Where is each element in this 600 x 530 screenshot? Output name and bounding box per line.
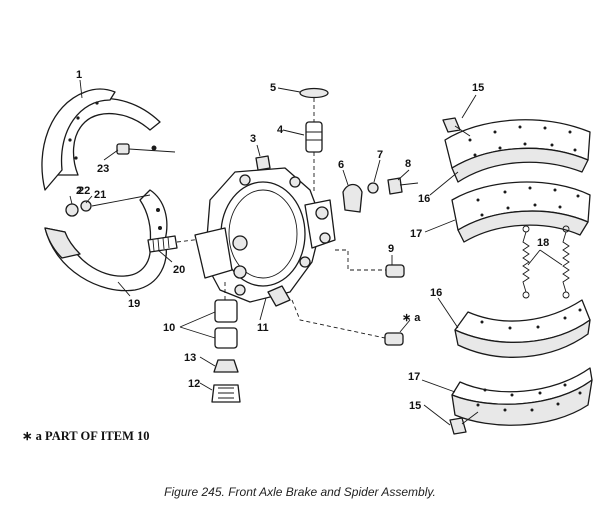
callout-19: 19 xyxy=(128,298,140,310)
brake-shoe-lower-2 xyxy=(451,367,593,426)
footnote-marker: ∗ a xyxy=(22,429,42,443)
callout-21: 21 xyxy=(94,189,106,201)
callout-18: 18 xyxy=(537,237,549,249)
item-20-anchor-pin xyxy=(147,235,211,253)
callout-a: ∗ a xyxy=(402,312,421,324)
callout-7: 7 xyxy=(377,149,383,161)
callout-16-upper: 16 xyxy=(418,193,430,205)
callout-labels: 1 2 3 4 5 6 7 8 9 10 11 12 13 15 15 16 1… xyxy=(76,69,549,412)
dust-shield-upper xyxy=(41,88,161,191)
item-3-nut xyxy=(255,155,271,171)
callout-15-upper: 15 xyxy=(472,82,484,94)
figure-caption: Figure 245. Front Axle Brake and Spider … xyxy=(164,485,436,499)
callout-4: 4 xyxy=(277,124,284,136)
footnote-text: PART OF ITEM 10 xyxy=(44,429,150,443)
callout-6: 6 xyxy=(338,159,344,171)
callout-8: 8 xyxy=(405,158,411,170)
callout-11: 11 xyxy=(257,322,269,334)
footnote: ∗ a PART OF ITEM 10 xyxy=(22,428,150,444)
callout-23: 23 xyxy=(97,163,109,175)
callout-22: 22 xyxy=(78,185,90,197)
leader-lines xyxy=(69,79,563,426)
item-23-bolt xyxy=(116,143,176,155)
item-a-bolt xyxy=(291,299,404,346)
callout-3: 3 xyxy=(250,133,256,145)
callout-17-lower: 17 xyxy=(408,371,420,383)
callout-5: 5 xyxy=(270,82,276,94)
item-15-lower-pin xyxy=(449,411,479,435)
callout-10: 10 xyxy=(163,322,175,334)
return-springs xyxy=(522,225,570,299)
callout-16-lower: 16 xyxy=(430,287,442,299)
callout-17-upper: 17 xyxy=(410,228,422,240)
item-4-5-fitting xyxy=(299,87,329,192)
callout-13: 13 xyxy=(184,352,196,364)
brake-shoe-upper-1 xyxy=(444,119,591,183)
callout-2: 2 xyxy=(76,185,82,197)
item-21-22-bolts xyxy=(65,194,151,217)
item-6-7-8-hardware xyxy=(342,177,419,213)
spider-housing xyxy=(194,167,336,307)
cam-bushing-stack xyxy=(211,282,241,403)
item-15-upper-pin xyxy=(442,117,471,137)
callout-1: 1 xyxy=(76,69,82,81)
brake-shoe-upper-2 xyxy=(451,181,591,243)
callout-15-lower: 15 xyxy=(409,400,421,412)
item-9-bolt xyxy=(335,249,405,278)
callout-20: 20 xyxy=(173,264,185,276)
brake-shoe-lower-1 xyxy=(454,299,591,358)
callout-9: 9 xyxy=(388,243,394,255)
callout-12: 12 xyxy=(188,378,200,390)
